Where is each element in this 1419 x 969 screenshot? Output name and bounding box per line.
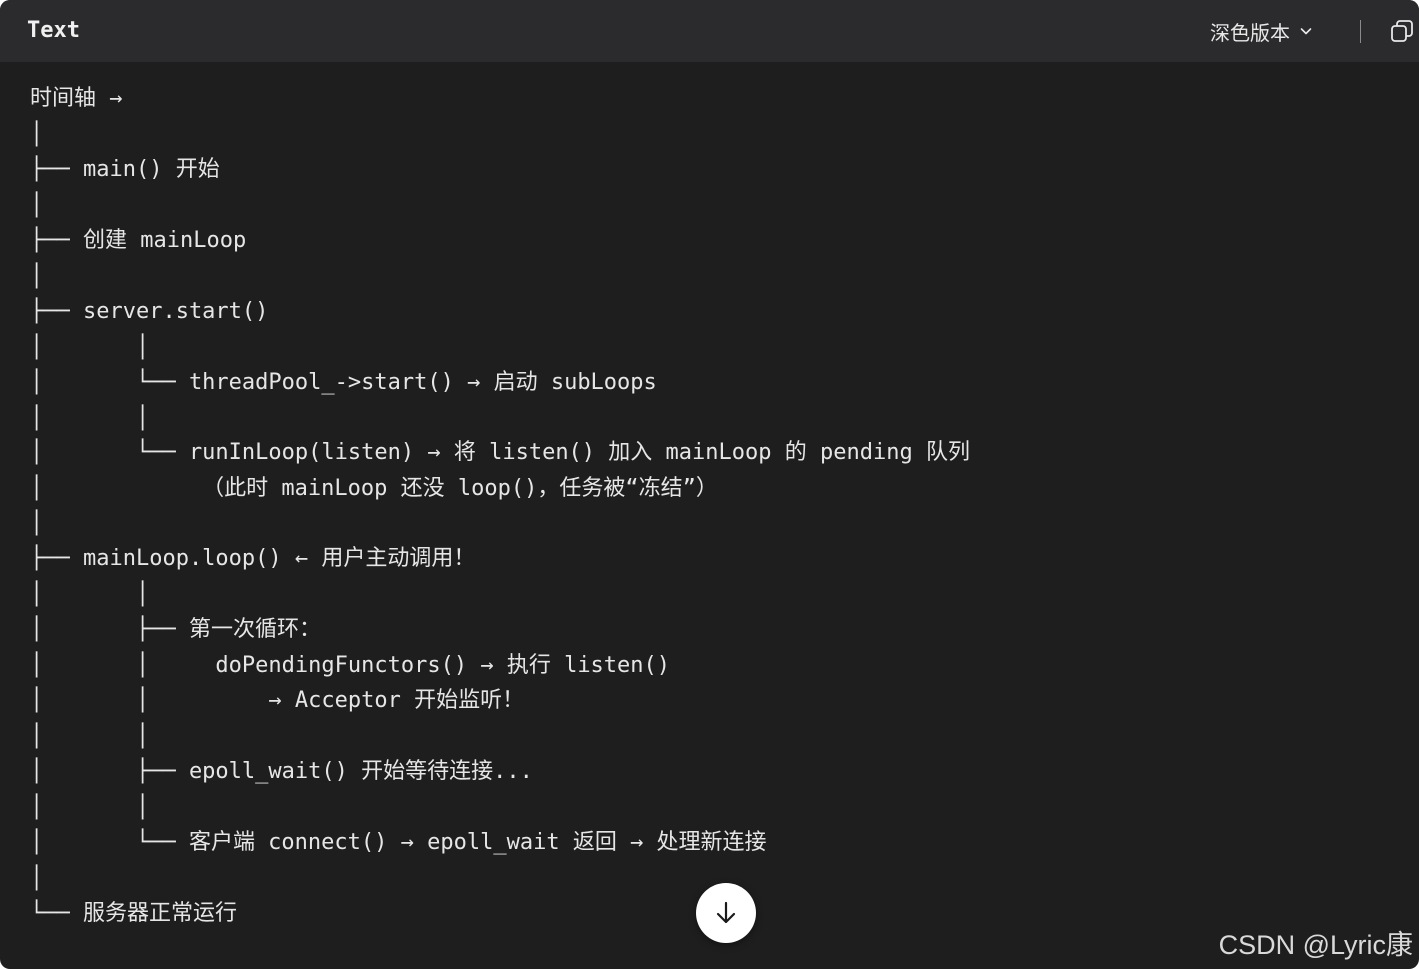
code-line: ├── server.start() — [30, 299, 269, 324]
theme-select-value: 深色版本 — [1210, 20, 1290, 45]
code-line: │ — [30, 122, 44, 147]
scroll-down-button[interactable] — [696, 883, 756, 943]
chevron-down-icon — [1300, 28, 1312, 35]
language-label: Text — [27, 18, 80, 43]
copy-icon[interactable] — [1389, 18, 1415, 44]
code-line: │ │ — [30, 724, 150, 749]
code-line: │ — [30, 511, 44, 536]
code-line: │ （此时 mainLoop 还没 loop()，任务被“冻结”） — [30, 476, 718, 501]
code-line: │ — [30, 264, 44, 289]
code-line: │ — [30, 866, 44, 891]
code-line: │ ├── 第一次循环： — [30, 617, 321, 642]
header-divider — [1360, 20, 1361, 43]
code-line: │ └── threadPool_->start() → 启动 subLoops — [30, 370, 657, 395]
code-line: │ └── runInLoop(listen) → 将 listen() 加入 … — [30, 440, 970, 465]
code-line: │ │ — [30, 335, 150, 360]
code-line: 时间轴 → — [30, 86, 123, 111]
code-line: │ ├── epoll_wait() 开始等待连接... — [30, 759, 533, 784]
code-line: │ │ — [30, 795, 150, 820]
watermark: CSDN @Lyric康 — [1218, 930, 1413, 960]
code-line: │ │ — [30, 406, 150, 431]
code-line: │ │ — [30, 582, 150, 607]
code-line: │ └── 客户端 connect() → epoll_wait 返回 → 处理… — [30, 830, 767, 855]
code-line: ├── main() 开始 — [30, 157, 220, 182]
code-line: ├── mainLoop.loop() ← 用户主动调用！ — [30, 546, 476, 571]
code-line: │ │ → Acceptor 开始监听！ — [30, 688, 525, 713]
code-line: │ │ doPendingFunctors() → 执行 listen() — [30, 653, 671, 678]
code-line: └── 服务器正常运行 — [30, 901, 237, 926]
code-line: ├── 创建 mainLoop — [30, 228, 247, 253]
theme-select[interactable]: 深色版本 — [1210, 15, 1314, 47]
arrow-down-icon — [716, 901, 736, 924]
code-block-header: Text 深色版本 — [0, 0, 1419, 62]
code-line: │ — [30, 193, 44, 218]
